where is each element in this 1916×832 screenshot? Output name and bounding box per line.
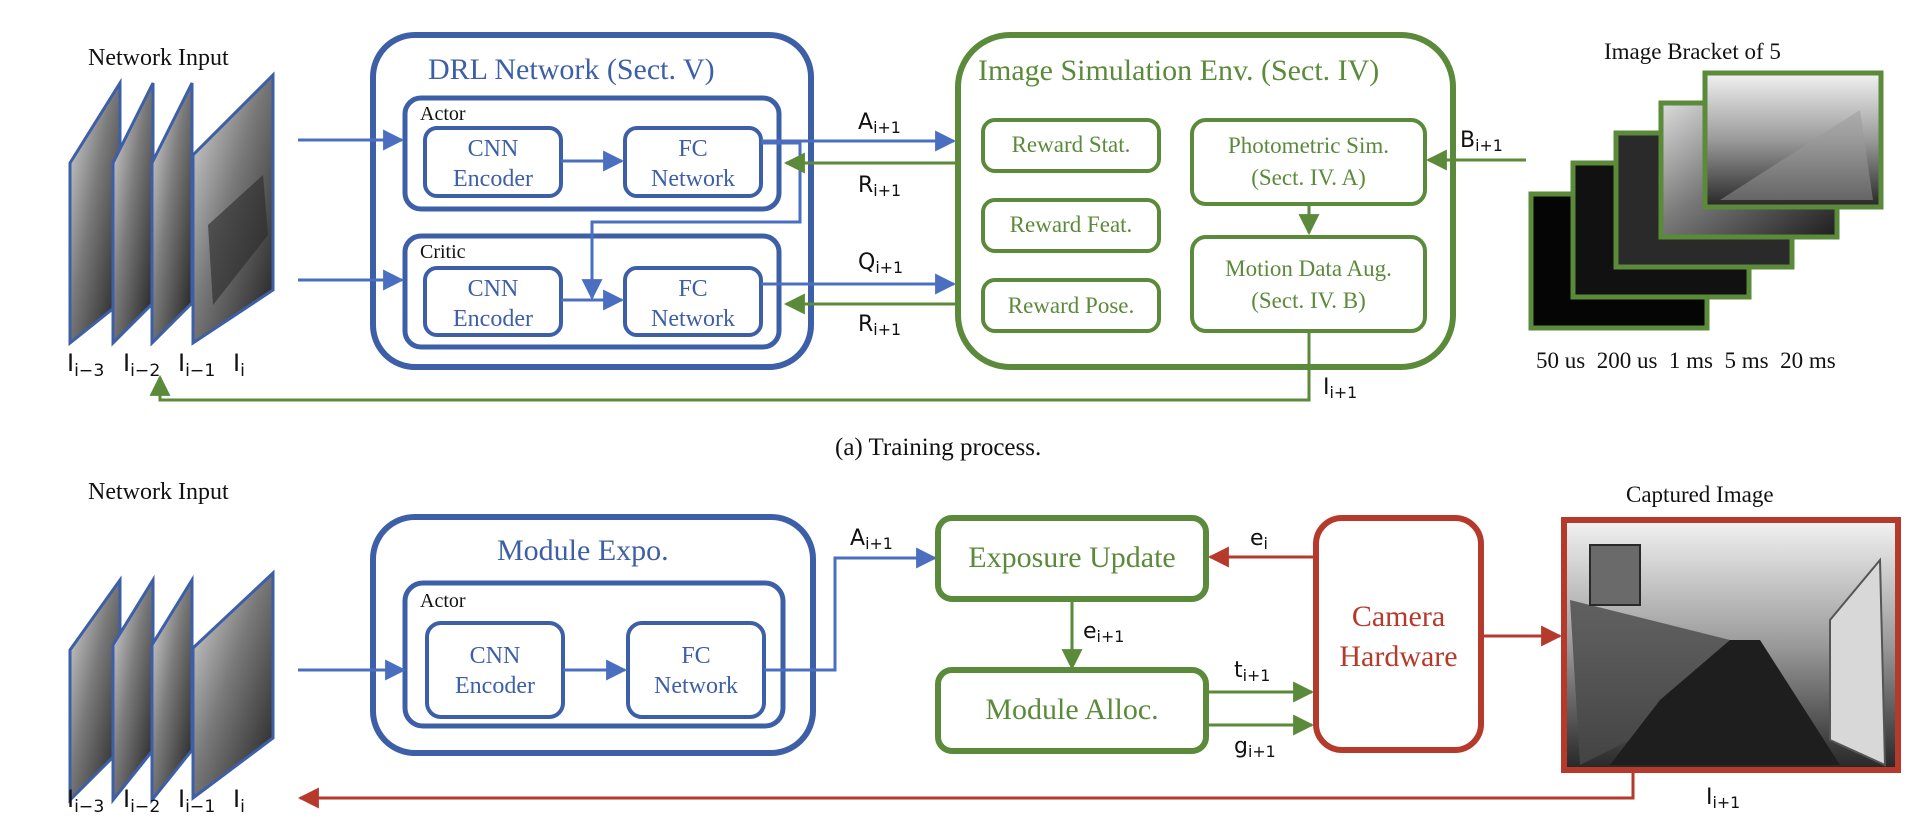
captured-image-title: Captured Image [1626, 482, 1774, 507]
motion-data-aug: Motion Data Aug.(Sect. IV. B) [1225, 256, 1392, 313]
bottom-blue-arrows [298, 547, 938, 681]
signal-g: gi+1 [1234, 734, 1276, 762]
camera-hardware-box [1313, 515, 1484, 753]
caption-a: (a) Training process. [835, 434, 1042, 461]
reward-stat: Reward Stat. [1011, 132, 1131, 157]
top-frame-label-2: Ii−2 [123, 349, 161, 381]
image-bracket-stack [1528, 70, 1884, 331]
top-blue-arrows [298, 129, 957, 311]
signal-e-next: ei+1 [1083, 619, 1125, 647]
module-alloc: Module Alloc. [985, 693, 1159, 726]
top-frame-label-1: Ii−3 [67, 349, 105, 381]
bottom-frame-label-2: Ii−2 [123, 785, 161, 817]
image-simulation-env [955, 32, 1456, 370]
captured-image [1561, 517, 1901, 773]
image-bracket-title: Image Bracket of 5 [1604, 39, 1781, 64]
reward-feat: Reward Feat. [1009, 212, 1133, 237]
bottom-input-frames [68, 569, 275, 805]
top-network-input-label: Network Input [88, 45, 229, 71]
exposure-update: Exposure Update [968, 541, 1176, 574]
bottom-network-input-label: Network Input [88, 479, 229, 505]
signal-b: Bi+1 [1460, 128, 1503, 156]
actor-label: Actor [420, 103, 466, 125]
signal-r-top-1: Ri+1 [858, 173, 902, 201]
top-input-frames [68, 71, 275, 347]
signal-a-top: Ai+1 [858, 110, 901, 138]
bottom-frame-label-4: Ii [233, 785, 245, 817]
bottom-red-arrows [297, 546, 1635, 809]
bottom-green-arrows [1061, 599, 1315, 736]
signal-r-top-2: Ri+1 [858, 312, 902, 340]
signal-e-i: ei [1250, 526, 1268, 554]
signal-t: ti+1 [1234, 658, 1271, 686]
photometric-sim: Photometric Sim.(Sect. IV. A) [1228, 133, 1389, 190]
drl-network-title: DRL Network (Sect. V) [428, 53, 715, 86]
bracket-exposures: 50 us 200 us 1 ms 5 ms 20 ms [1536, 348, 1836, 373]
reward-pose: Reward Pose. [1007, 293, 1135, 318]
bottom-actor-label: Actor [420, 590, 466, 612]
top-frame-label-4: Ii [233, 349, 245, 381]
env-title: Image Simulation Env. (Sect. IV) [978, 54, 1380, 87]
critic-label: Critic [420, 241, 466, 263]
drl-network [370, 32, 814, 370]
module-expo-title: Module Expo. [497, 534, 669, 567]
signal-a-bottom: Ai+1 [850, 526, 893, 554]
bottom-frame-label-1: Ii−3 [67, 785, 105, 817]
top-frame-label-3: Ii−1 [178, 349, 216, 381]
signal-i-top: Ii+1 [1323, 375, 1358, 403]
signal-i-bottom: Ii+1 [1706, 785, 1741, 813]
bottom-frame-label-3: Ii−1 [178, 785, 216, 817]
signal-q-top: Qi+1 [858, 250, 904, 278]
